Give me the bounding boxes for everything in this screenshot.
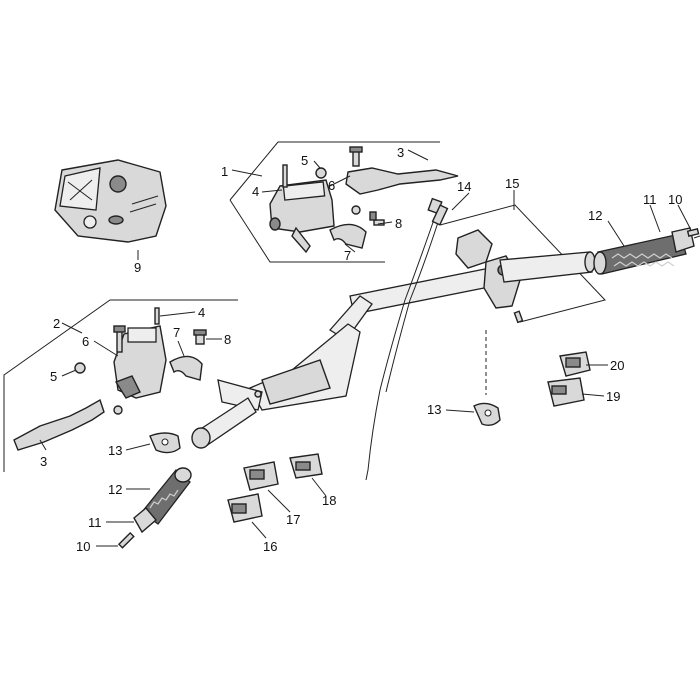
callout-9: 9 (134, 260, 141, 275)
throttle-cable (365, 197, 443, 481)
callout-5-top: 5 (301, 153, 308, 168)
bar-end-weight-left (133, 507, 157, 534)
washer-left (149, 432, 181, 454)
callout-7-left: 7 (173, 325, 180, 340)
bar-end-screw-right (686, 228, 700, 239)
throttle-tube-right (499, 251, 596, 283)
cover-screw-left (154, 307, 160, 325)
callout-5-left: 5 (50, 369, 57, 384)
callout-10-right: 10 (668, 192, 682, 207)
brake-reservoir-housing (54, 159, 167, 243)
lever-pivot-bolt-top (349, 146, 363, 215)
nut-top (315, 167, 327, 179)
callout-7-top: 7 (344, 248, 351, 263)
switch-19 (547, 377, 585, 407)
clamp-top (329, 223, 367, 249)
callout-16: 16 (263, 539, 277, 554)
callout-19: 19 (606, 389, 620, 404)
clamp-bolt-left (193, 329, 207, 345)
master-cylinder-left (113, 325, 167, 399)
brake-lever-top (345, 167, 459, 195)
clamp-bolt-top (369, 211, 385, 226)
switch-18 (289, 453, 323, 479)
handlebar-frame (191, 265, 505, 449)
switch-17 (243, 461, 279, 491)
callout-10-left: 10 (76, 539, 90, 554)
callout-2: 2 (53, 316, 60, 331)
callout-4-left: 4 (198, 305, 205, 320)
callout-11-right: 11 (643, 192, 657, 207)
callout-labels: 1 2 3 3 4 4 5 5 6 6 7 7 8 8 9 10 10 11 1… (40, 145, 682, 554)
callout-8-top: 8 (395, 216, 402, 231)
callout-15: 15 (505, 176, 519, 191)
bar-end-screw-left (117, 531, 135, 549)
grip-left (141, 467, 192, 525)
callout-8-left: 8 (224, 332, 231, 347)
washer-right (473, 402, 501, 427)
switch-20 (559, 351, 591, 377)
callout-11-left: 11 (88, 515, 102, 530)
callout-13-left: 13 (108, 443, 122, 458)
nut-left (74, 362, 123, 415)
mirror-bolt-top (282, 164, 288, 188)
callout-12-left: 12 (108, 482, 122, 497)
mirror-bolt-left (113, 325, 126, 353)
group-outline-right-switch (439, 204, 606, 323)
callout-20: 20 (610, 358, 624, 373)
grip-right (593, 233, 687, 275)
brake-lever-left (13, 398, 105, 451)
callout-4-top: 4 (252, 184, 259, 199)
group-outline-master-cylinder-left (3, 299, 238, 472)
callout-17: 17 (286, 512, 300, 527)
callout-3-left: 3 (40, 454, 47, 469)
callout-12-right: 12 (588, 208, 602, 223)
switch-16 (227, 493, 263, 523)
callout-6-top: 6 (328, 178, 335, 193)
callout-1: 1 (221, 164, 228, 179)
leader-lines (39, 149, 691, 547)
clamp-left (169, 355, 203, 381)
callout-6-left: 6 (82, 334, 89, 349)
callout-3-top: 3 (397, 145, 404, 160)
cable-adjuster (431, 204, 449, 226)
callout-13-right: 13 (427, 402, 441, 417)
master-cylinder-top (269, 179, 335, 254)
callout-14: 14 (457, 179, 471, 194)
callout-18: 18 (322, 493, 336, 508)
group-outline-master-cylinder-top (229, 141, 440, 263)
